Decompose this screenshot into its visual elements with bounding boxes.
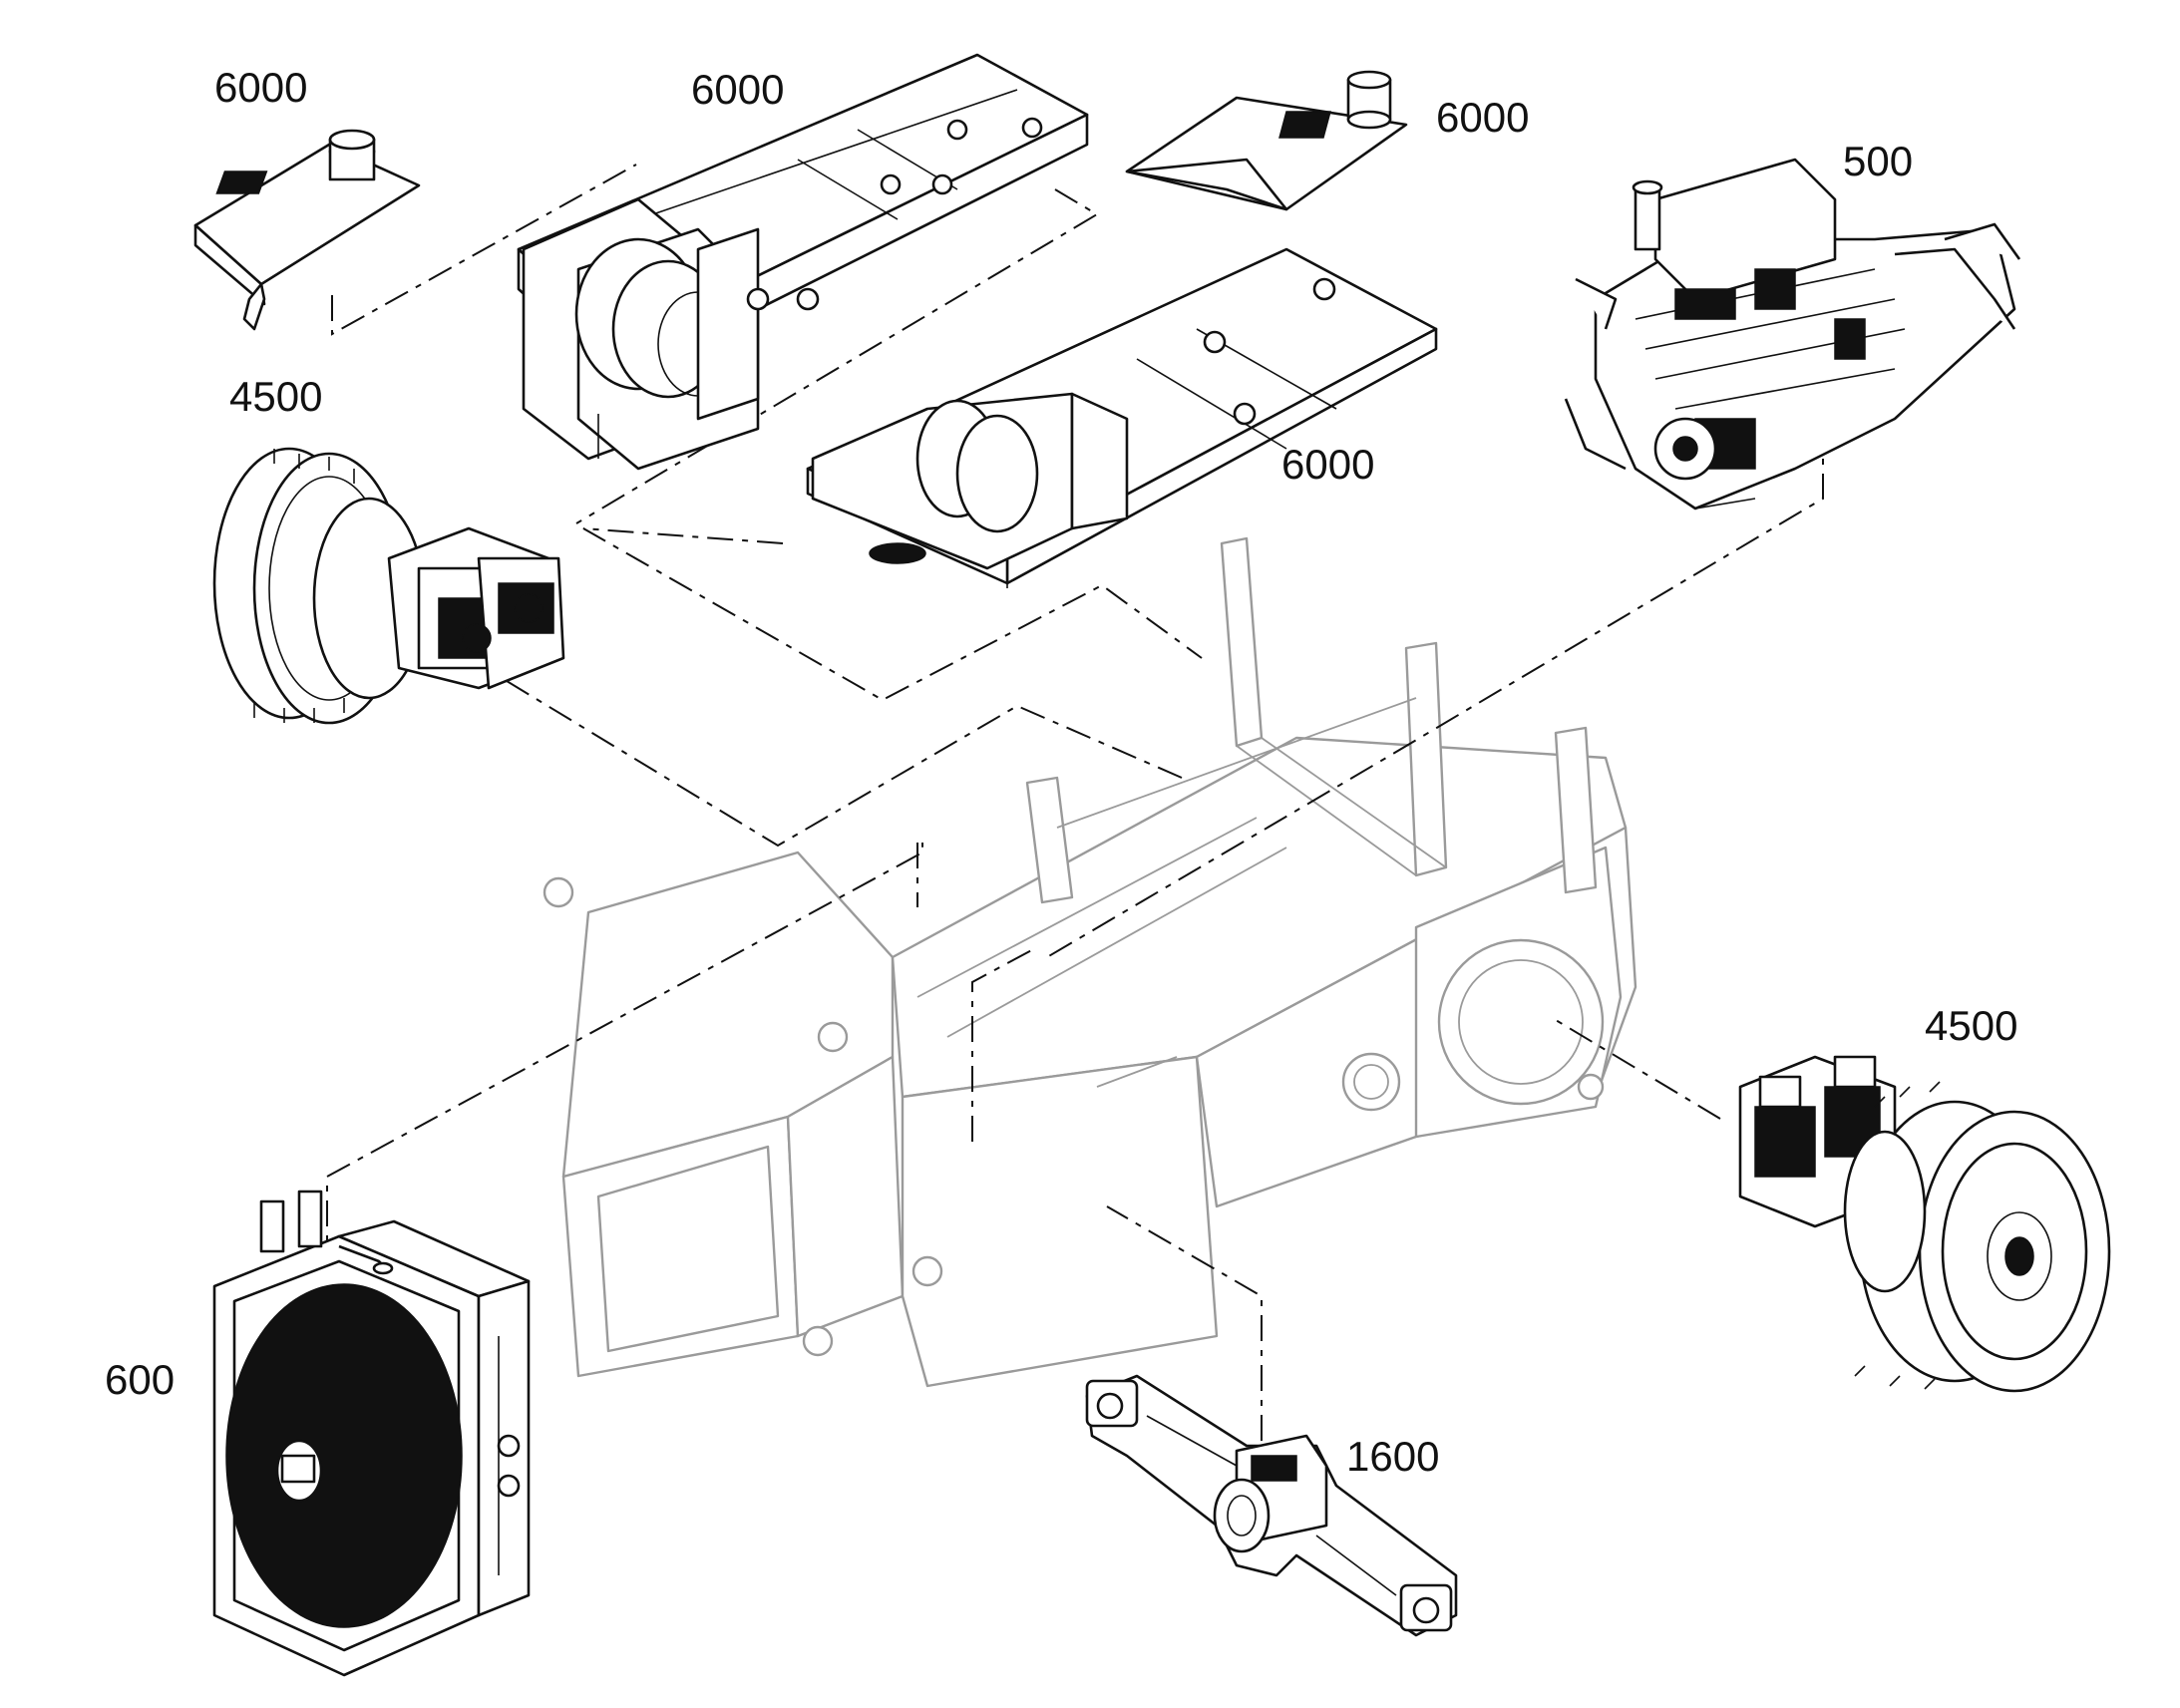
leader-frame-middle <box>582 527 1203 702</box>
callout-final-drive-left[interactable]: 4500 <box>229 373 322 420</box>
final-drive-right[interactable] <box>1738 1055 2111 1393</box>
frame-section-top-center[interactable] <box>517 53 1089 471</box>
callout-final-drive-right[interactable]: 4500 <box>1925 1002 2017 1049</box>
leader-plate-top-left <box>331 164 637 336</box>
leader-engine <box>1046 424 1824 958</box>
leader-final-drive-right <box>1550 1016 1721 1120</box>
main-frame-ghost <box>543 536 1637 1388</box>
callout-axle-pendulum[interactable]: 1600 <box>1346 1433 1439 1480</box>
callout-engine[interactable]: 500 <box>1843 138 1913 184</box>
final-drive-left[interactable] <box>212 447 565 725</box>
frame-section-middle[interactable] <box>806 247 1438 588</box>
callout-cooler[interactable]: 600 <box>105 1356 175 1403</box>
callout-frame-middle[interactable]: 6000 <box>1281 441 1374 488</box>
cover-plate-top-left[interactable] <box>193 129 421 331</box>
cover-plate-top-right[interactable] <box>1125 70 1408 211</box>
callout-plate-top-right[interactable]: 6000 <box>1436 94 1529 141</box>
callout-plate-top-left[interactable]: 6000 <box>214 64 307 111</box>
leader-final-drive-left <box>506 680 1183 848</box>
leader-cooler-c <box>971 946 1038 1142</box>
callout-frame-top-center[interactable]: 6000 <box>691 66 784 113</box>
engine-assembly[interactable] <box>1564 158 2021 511</box>
leader-axle-pendulum <box>1106 1205 1263 1441</box>
cooler-assembly[interactable] <box>212 1190 531 1677</box>
axle-pendulum-beam[interactable] <box>1085 1374 1458 1637</box>
